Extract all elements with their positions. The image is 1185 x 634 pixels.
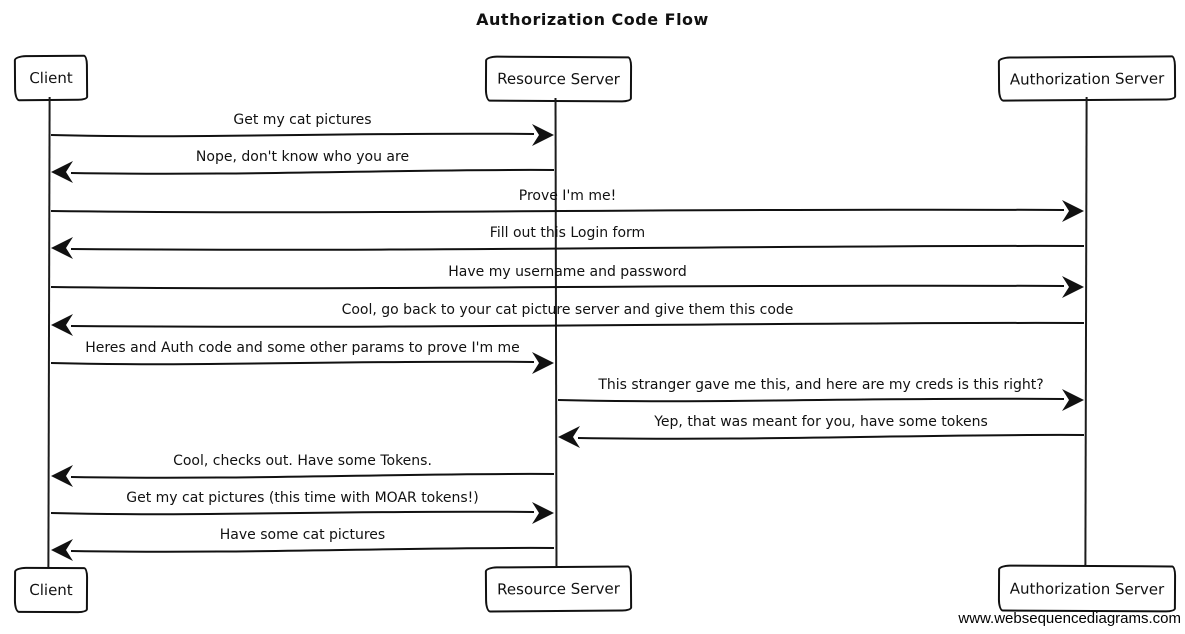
message-arrow-left [51,314,1085,336]
message-label: Cool, go back to your cat picture server… [341,302,794,318]
actor-label: Resource Server [497,579,620,599]
message-row: Prove I'm me! [49,187,1086,227]
diagram-title: Authorization Code Flow [476,10,709,29]
actor-label: Authorization Server [1009,68,1165,89]
actor-box-resource-server-bottom: Resource Server [484,565,633,613]
message-row: Cool, checks out. Have some Tokens. [49,452,556,492]
message-arrow-right [50,276,1084,298]
message-row: Cool, go back to your cat picture server… [49,301,1086,341]
actor-label: Client [29,68,73,88]
actor-box-client-top: Client [13,54,89,102]
message-label: Cool, checks out. Have some Tokens. [173,453,432,469]
message-label: Get my cat pictures [233,112,372,128]
message-label: Heres and Auth code and some other param… [85,340,520,356]
message-arrow-left [51,161,555,183]
message-arrow-left [51,237,1085,259]
message-row: Have some cat pictures [49,526,556,566]
message-arrow-right [50,352,554,374]
message-arrow-right [557,389,1084,411]
message-label: Nope, don't know who you are [195,149,410,165]
message-arrow-left [51,465,555,487]
actor-box-client-bottom: Client [13,566,89,614]
message-row: Heres and Auth code and some other param… [49,339,556,379]
message-row: Get my cat pictures (this time with MOAR… [49,489,556,529]
message-arrow-left [51,539,555,561]
actor-box-authorization-server-bottom: Authorization Server [997,564,1177,613]
message-label: This stranger gave me this, and here are… [598,377,1044,393]
message-label: Get my cat pictures (this time with MOAR… [126,490,479,506]
actor-box-authorization-server-top: Authorization Server [997,55,1177,102]
message-row: Nope, don't know who you are [49,148,556,188]
message-arrow-right [50,200,1084,222]
actor-label: Resource Server [497,69,620,89]
message-row: Yep, that was meant for you, have some t… [556,413,1086,453]
message-arrow-right [50,124,554,146]
message-label: Prove I'm me! [518,188,617,204]
actor-label: Client [29,580,73,600]
actor-label: Authorization Server [1009,579,1165,598]
message-arrow-right [50,502,554,524]
message-row: Have my username and password [49,263,1086,303]
message-row: This stranger gave me this, and here are… [556,376,1086,416]
message-label: Have some cat pictures [219,527,386,543]
actor-box-resource-server-top: Resource Server [484,55,633,103]
message-label: Yep, that was meant for you, have some t… [654,414,988,430]
message-label: Have my username and password [448,264,687,280]
watermark-text: www.websequencediagrams.com [958,610,1181,627]
message-row: Get my cat pictures [49,111,556,151]
message-label: Fill out this Login form [489,225,646,241]
message-arrow-left [558,426,1085,448]
message-row: Fill out this Login form [49,224,1086,264]
